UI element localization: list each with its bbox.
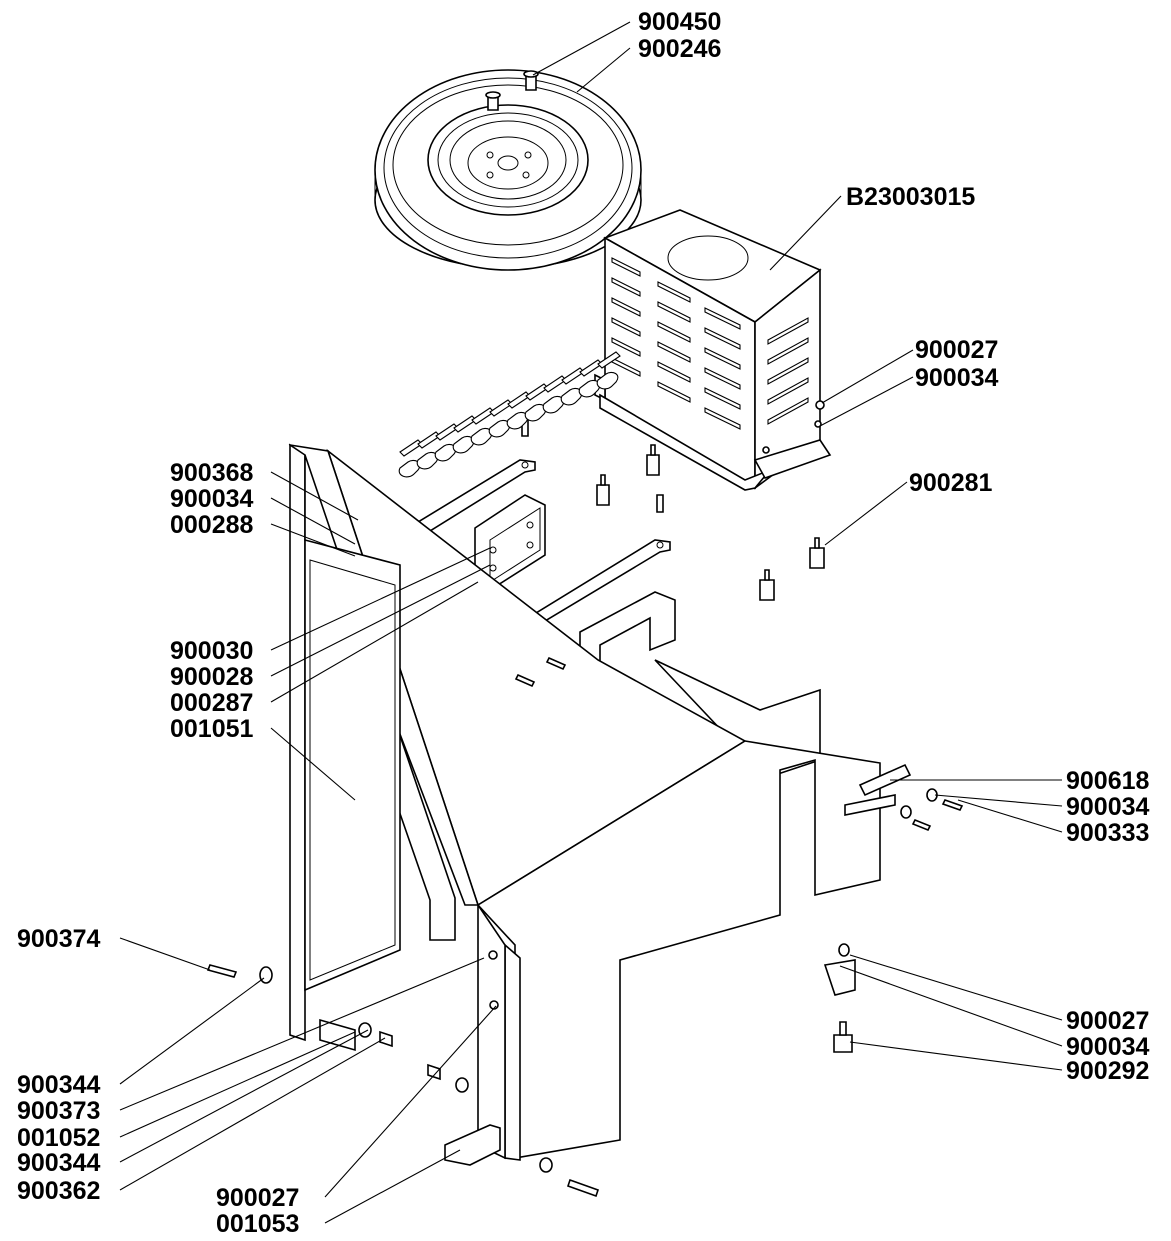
label-001053: 001053 xyxy=(216,1210,299,1238)
hood-louvers xyxy=(398,371,619,478)
label-900362: 900362 xyxy=(17,1177,100,1205)
battery-box xyxy=(594,209,832,491)
label-900368: 900368 xyxy=(170,459,254,487)
label-000287: 000287 xyxy=(170,689,253,717)
label-900034-lower-right: 900034 xyxy=(1066,1033,1150,1061)
anti-vibration-mounts xyxy=(596,444,853,1053)
label-B23003015: B23003015 xyxy=(846,183,975,211)
label-001051: 001051 xyxy=(170,715,254,743)
hood-top-vents xyxy=(399,351,621,457)
engine-hood xyxy=(288,351,881,1161)
label-900034-upper: 900034 xyxy=(915,364,999,392)
label-900373: 900373 xyxy=(17,1097,100,1125)
label-900027-lower: 900027 xyxy=(216,1184,299,1212)
label-900281: 900281 xyxy=(909,469,993,497)
hardware xyxy=(206,656,964,1198)
label-900344-upper: 900344 xyxy=(17,1071,101,1099)
label-900344-lower: 900344 xyxy=(17,1149,101,1177)
label-000288: 000288 xyxy=(170,511,254,539)
label-900618: 900618 xyxy=(1066,767,1150,795)
label-900450: 900450 xyxy=(638,8,721,36)
label-900034-right: 900034 xyxy=(1066,793,1150,821)
part-labels: 900450 900246 B23003015 900027 900034 90… xyxy=(17,8,1150,1238)
label-900027-right: 900027 xyxy=(1066,1007,1149,1035)
label-900374: 900374 xyxy=(17,925,101,953)
label-900030: 900030 xyxy=(170,637,253,665)
label-900292: 900292 xyxy=(1066,1057,1149,1085)
label-900034-strap: 900034 xyxy=(170,485,254,513)
label-900027-upper: 900027 xyxy=(915,336,998,364)
label-900333: 900333 xyxy=(1066,819,1149,847)
battery-box-vents xyxy=(611,257,809,430)
label-001052: 001052 xyxy=(17,1124,100,1152)
leader-lines xyxy=(119,21,1063,1224)
label-900246: 900246 xyxy=(638,35,721,63)
label-900028: 900028 xyxy=(170,663,254,691)
spare-wheel xyxy=(374,69,642,271)
